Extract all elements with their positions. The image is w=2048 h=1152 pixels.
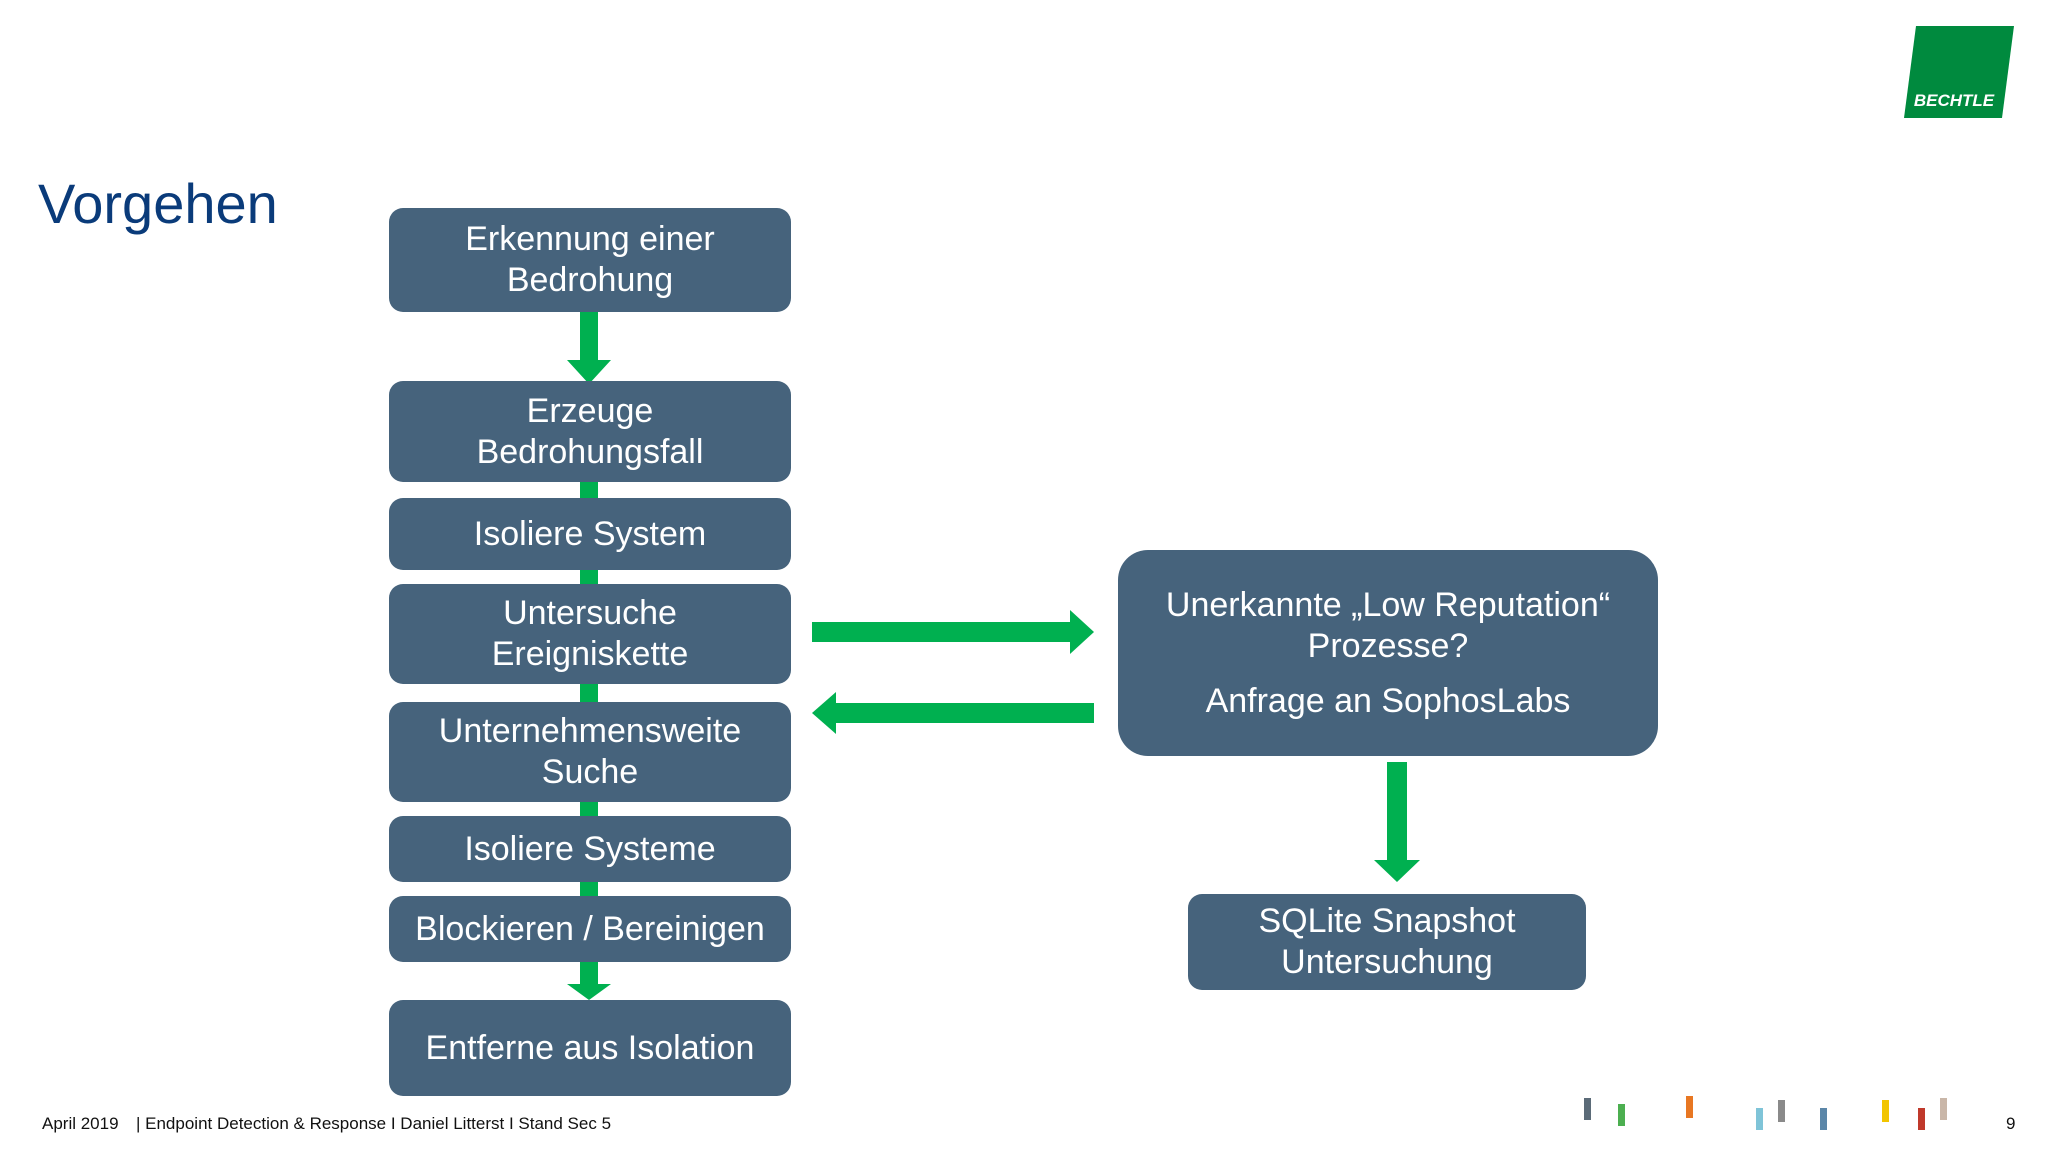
step-entferne-isolation: Entferne aus Isolation (389, 1000, 791, 1096)
connector-4-5 (580, 684, 598, 702)
footer-tick-7 (1882, 1100, 1889, 1122)
footer-tick-9 (1940, 1098, 1947, 1120)
arrow-down-side-shaft (1387, 762, 1407, 862)
logo-text: BECHTLE (1914, 91, 1995, 110)
step-suche: Unternehmensweite Suche (389, 702, 791, 802)
side-box-line3: Anfrage an SophosLabs (1205, 681, 1571, 720)
connector-3-4 (580, 570, 598, 584)
snapshot-box: SQLite Snapshot Untersuchung (1188, 894, 1586, 990)
arrow-down-side-head (1374, 860, 1420, 882)
step-bedrohungsfall-line2: Bedrohungsfall (476, 432, 704, 471)
step-suche-line1: Unternehmensweite (438, 712, 742, 750)
step-erkennung: Erkennung einer Bedrohung (389, 208, 791, 312)
step-blockieren: Blockieren / Bereinigen (389, 896, 791, 962)
step-erkennung-line1: Erkennung einer (465, 220, 715, 258)
logo-parallelogram (1904, 26, 2014, 118)
side-box-low-reputation: Unerkannte „Low Reputation“ Prozesse? An… (1118, 550, 1658, 756)
arrow-down-1-shaft (580, 312, 598, 362)
arrow-left-shaft (834, 703, 1094, 723)
step-bedrohungsfall: Erzeuge Bedrohungsfall (389, 381, 791, 482)
footer-tick-2 (1618, 1104, 1625, 1126)
step-isoliere-systeme: Isoliere Systeme (389, 816, 791, 882)
connector-6-7 (580, 882, 598, 896)
step-ereigniskette-line1: Untersuche (503, 594, 677, 632)
arrow-down-7-shaft (580, 962, 598, 986)
footer-tick-5 (1778, 1100, 1785, 1122)
step-isoliere-system-label: Isoliere System (473, 514, 707, 553)
footer-tick-8 (1918, 1108, 1925, 1130)
step-isoliere-systeme-label: Isoliere Systeme (464, 829, 716, 868)
arrow-down-7-head (567, 984, 611, 1000)
footer-tick-4 (1756, 1108, 1763, 1130)
arrow-left-head (812, 692, 836, 734)
arrow-right-head (1070, 610, 1094, 654)
page-number: 9 (2006, 1114, 2016, 1133)
footer-date: April 2019 (42, 1114, 119, 1133)
footer-tick-3 (1686, 1096, 1693, 1118)
arrow-right-shaft (812, 622, 1072, 642)
side-box-line2: Prozesse? (1307, 626, 1469, 665)
step-blockieren-label: Blockieren / Bereinigen (415, 909, 765, 948)
step-ereigniskette-line2: Ereigniskette (491, 635, 689, 673)
snapshot-box-line1: SQLite Snapshot (1258, 902, 1516, 940)
footer-tick-6 (1820, 1108, 1827, 1130)
side-box-line1: Unerkannte „Low Reputation“ (1165, 585, 1611, 624)
slide-title: Vorgehen (38, 172, 278, 235)
step-erkennung-line2: Bedrohung (506, 261, 674, 299)
step-suche-line2: Suche (541, 753, 639, 791)
arrow-down-1-head (567, 360, 611, 384)
footer-tick-1 (1584, 1098, 1591, 1120)
connector-2-3 (580, 482, 598, 498)
step-ereigniskette: Untersuche Ereigniskette (389, 584, 791, 684)
snapshot-box-line2: Untersuchung (1281, 943, 1493, 981)
step-entferne-isolation-label: Entferne aus Isolation (425, 1028, 755, 1067)
footer-text: | Endpoint Detection & Response I Daniel… (136, 1114, 612, 1133)
step-isoliere-system: Isoliere System (389, 498, 791, 570)
step-bedrohungsfall-line1: Erzeuge (526, 391, 654, 430)
connector-5-6 (580, 802, 598, 816)
bechtle-logo: BECHTLE (1904, 26, 2014, 118)
